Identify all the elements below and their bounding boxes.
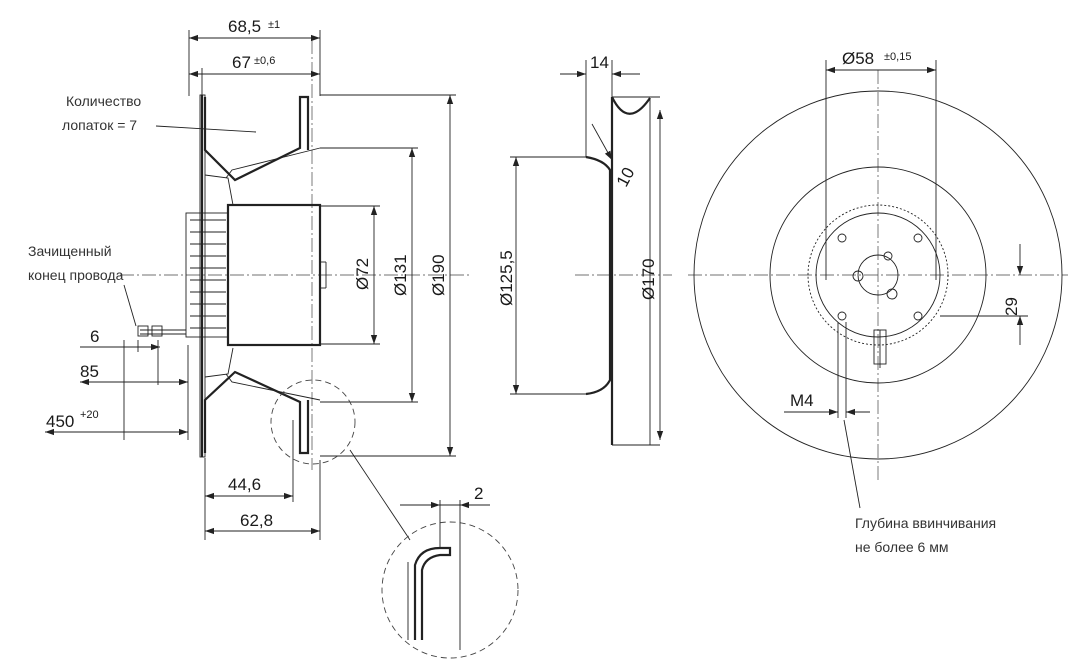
dim-wire-85: 85 [80, 362, 99, 381]
dim-inlet-d125: Ø125,5 [497, 250, 516, 306]
note-depth-line1: Глубина ввинчивания [855, 515, 996, 531]
dim-inlet-radius: 10 [613, 164, 639, 190]
note-blades-line1: Количество [66, 93, 141, 109]
dim-width-total-tol: ±1 [268, 19, 280, 31]
dim-width-blade: 67 [232, 53, 251, 72]
dim-wire-strip: 6 [90, 327, 99, 346]
dim-wire-450: 450 [46, 412, 74, 431]
dim-front-29: 29 [1002, 297, 1021, 316]
dim-44-6: 44,6 [228, 475, 261, 494]
dim-front-thread: M4 [790, 391, 814, 410]
front-view: Ø58 ±0,15 29 M4 Глубина ввинчивания не б… [688, 49, 1068, 555]
inlet-view: 14 10 Ø125,5 Ø170 [497, 53, 672, 446]
dim-62-8: 62,8 [240, 511, 273, 530]
dim-front-d58: Ø58 [842, 49, 874, 68]
note-wire-line2: конец провода [28, 267, 124, 283]
dim-d131: Ø131 [391, 254, 410, 296]
dim-d72: Ø72 [353, 258, 372, 290]
note-wire-line1: Зачищенный [28, 243, 112, 259]
dim-inlet-d170: Ø170 [639, 258, 658, 300]
side-view: 68,5 ±1 67 ±0,6 Ø72 Ø131 Ø190 44,6 62,8 [28, 17, 470, 541]
dim-inlet-width: 14 [590, 53, 609, 72]
dim-width-blade-tol: ±0,6 [254, 55, 275, 67]
dim-width-total: 68,5 [228, 17, 261, 36]
note-blades-line2: лопаток = 7 [62, 117, 137, 133]
dim-detail-thickness: 2 [474, 484, 483, 503]
note-depth-line2: не более 6 мм [855, 539, 948, 555]
dim-d190: Ø190 [429, 254, 448, 296]
dim-front-d58-tol: ±0,15 [884, 51, 911, 63]
dim-wire-450-tol: +20 [80, 409, 99, 421]
detail-view: 2 [381, 484, 519, 659]
